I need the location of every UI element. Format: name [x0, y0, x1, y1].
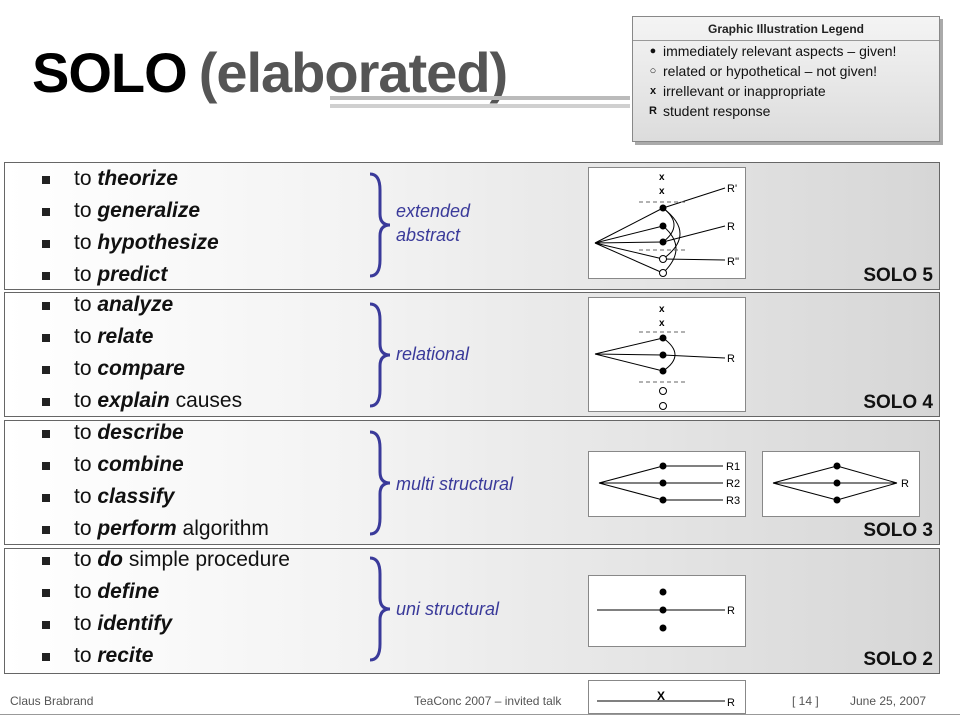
response-label: R' — [727, 183, 737, 195]
list-item: to compare — [42, 353, 242, 385]
footer-date: June 25, 2007 — [850, 694, 927, 708]
diagram-solo-3-b: R — [762, 451, 920, 517]
level-label: SOLO 5 — [863, 265, 933, 286]
footer-event: TeaConc 2007 – invited talk — [414, 694, 562, 708]
response-label: R1 — [726, 461, 740, 473]
x-mark-icon: x — [659, 304, 665, 315]
list-item: to analyze — [42, 289, 242, 321]
list-item: to define — [42, 576, 290, 608]
x-mark-icon: x — [659, 186, 665, 197]
response-label: R2 — [726, 478, 740, 490]
diagram-solo-4: x x R — [588, 297, 746, 412]
x-mark-icon: X — [657, 689, 665, 703]
list-item: to combine — [42, 449, 269, 481]
diagram-solo-5: x x R' R R'' — [588, 167, 746, 279]
legend-box: Graphic Illustration Legend ●immediately… — [632, 16, 940, 142]
verb-list-solo-5: to theorize to generalize to hypothesize… — [42, 163, 219, 291]
level-name-solo-2: uni structural — [396, 599, 500, 619]
response-label: R3 — [726, 495, 740, 507]
x-mark-icon: x — [659, 318, 665, 329]
diagram-solo-3-a: R1 R2 R3 — [588, 451, 746, 517]
list-item: to describe — [42, 417, 269, 449]
list-item: to generalize — [42, 195, 219, 227]
diagram-solo-1: X R — [588, 680, 746, 714]
level-name-solo-4: relational — [396, 344, 470, 364]
list-item: to hypothesize — [42, 227, 219, 259]
legend-title: Graphic Illustration Legend — [633, 17, 939, 41]
title-main: SOLO — [32, 41, 188, 104]
filled-dot-icon: ● — [649, 45, 657, 57]
x-mark-icon: x — [649, 85, 657, 97]
verb-list-solo-2: to do simple procedure to define to iden… — [42, 544, 290, 672]
verb-list-solo-3: to describe to combine to classify to pe… — [42, 417, 269, 545]
brace-icon — [369, 302, 391, 408]
footer-page-number: [ 14 ] — [792, 694, 819, 708]
legend-item-given: ●immediately relevant aspects – given! — [643, 41, 939, 61]
footer-author: Claus Brabrand — [10, 694, 94, 708]
response-label: R'' — [727, 256, 739, 268]
response-label: R — [727, 353, 735, 365]
level-label: SOLO 3 — [863, 520, 933, 541]
list-item: to explain causes — [42, 385, 242, 417]
list-item: to do simple procedure — [42, 544, 290, 576]
brace-icon — [369, 430, 391, 536]
level-name-solo-5: extended abstract — [396, 201, 471, 245]
band-solo-4: SOLO 4 — [4, 292, 940, 417]
x-mark-icon: x — [659, 172, 665, 183]
diagram-solo-2: R — [588, 575, 746, 647]
response-label: R — [727, 605, 735, 617]
response-label: R — [727, 221, 735, 233]
list-item: to classify — [42, 481, 269, 513]
list-item: to relate — [42, 321, 242, 353]
level-name-solo-3: multi structural — [396, 474, 514, 494]
response-label: R — [727, 697, 735, 709]
band-solo-5: SOLO 5 — [4, 162, 940, 290]
brace-icon — [369, 556, 391, 662]
list-item: to identify — [42, 608, 290, 640]
band-solo-2: SOLO 2 — [4, 548, 940, 674]
footer-divider — [0, 714, 960, 715]
level-label: SOLO 2 — [863, 649, 933, 670]
list-item: to predict — [42, 259, 219, 291]
verb-list-solo-4: to analyze to relate to compare to expla… — [42, 289, 242, 417]
response-label: R — [901, 478, 909, 490]
brace-icon — [369, 172, 391, 278]
title-underline — [330, 92, 630, 112]
list-item: to perform algorithm — [42, 513, 269, 545]
hollow-dot-icon: ○ — [649, 65, 657, 77]
level-label: SOLO 4 — [863, 392, 933, 413]
response-r-icon: R — [649, 105, 657, 117]
list-item: to theorize — [42, 163, 219, 195]
list-item: to recite — [42, 640, 290, 672]
legend-item-not-given: ○related or hypothetical – not given! — [643, 61, 939, 81]
